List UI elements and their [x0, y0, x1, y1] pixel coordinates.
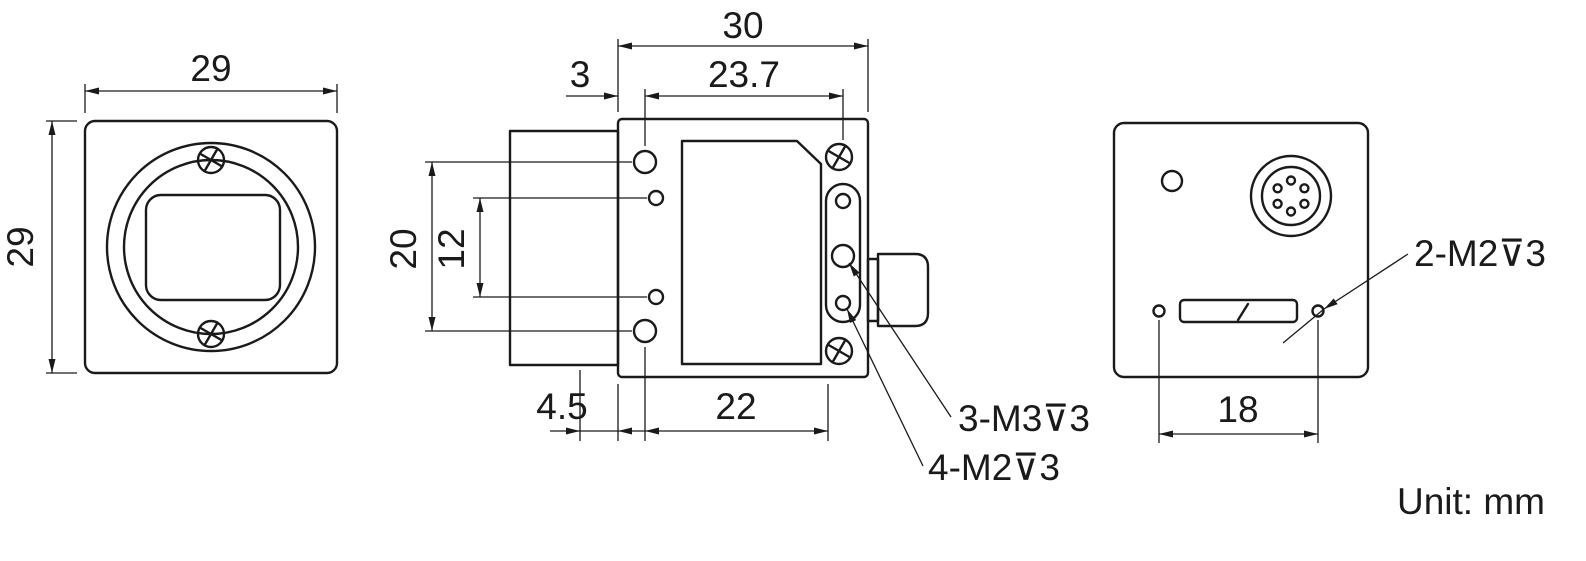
io-connector-pins — [1272, 175, 1310, 217]
back-body-outline — [1112, 121, 1370, 379]
side-faceplate-outline — [680, 139, 823, 366]
m2-thread-callout-back: 2-M2⊽3 — [1282, 233, 1546, 344]
sensor-window — [144, 193, 282, 302]
front-height-dimension: 29 — [0, 120, 77, 374]
pin-icon — [1285, 175, 1297, 186]
side-flange-depth-dimension: 4.5 — [536, 370, 645, 441]
m2-thread-label-back: 2-M2⊽3 — [1414, 233, 1546, 274]
pin-icon — [1285, 206, 1297, 217]
lens-mount-inner-circle — [122, 158, 300, 336]
usb-port-slot — [1178, 298, 1299, 324]
leader-line — [846, 308, 924, 467]
connector-neck — [866, 257, 880, 323]
m2-mounting-hole-upper-right — [834, 192, 852, 210]
front-body-outline — [83, 119, 339, 375]
connector-plug — [876, 252, 930, 328]
m3-thread-callout: 3-M3⊽3 — [848, 262, 1090, 439]
back-indicator-hole — [1160, 169, 1184, 193]
m2-thread-label-side: 4-M2⊽3 — [928, 447, 1060, 488]
unit-label: Unit: mm — [1397, 481, 1545, 522]
leader-line — [1323, 253, 1409, 310]
side-top-screw — [824, 142, 854, 172]
leader-line — [848, 262, 952, 418]
side-hole-span-dim-text: 23.7 — [708, 54, 780, 95]
side-hole-span-dimension: 23.7 — [644, 54, 844, 146]
pin-icon — [1272, 198, 1283, 210]
m3-mounting-hole-right — [830, 243, 856, 269]
m2-mounting-hole-lower-left — [647, 288, 665, 306]
back-hole-span-dimension: 18 — [1158, 320, 1319, 443]
m2-hole-left — [1152, 304, 1166, 318]
io-connector-inner-circle — [1260, 165, 1322, 227]
side-bottom-hole-span-dimension: 22 — [644, 347, 829, 441]
m3-mounting-hole-bottom-left — [632, 318, 658, 344]
lens-mount-outer-circle — [105, 141, 317, 353]
side-hole-offset-dim-text: 3 — [570, 54, 591, 95]
lens-barrel-outline — [508, 129, 620, 367]
back-view: 2-M2⊽3 18 — [1112, 121, 1546, 443]
side-bottom-hole-span-dim-text: 22 — [715, 386, 756, 427]
io-connector-outer-circle — [1249, 154, 1333, 238]
front-view: 29 29 — [0, 48, 339, 375]
pin-icon — [1299, 198, 1310, 210]
front-height-dim-text: 29 — [0, 226, 41, 267]
m3-mounting-hole-top-left — [632, 149, 658, 175]
front-width-dim-text: 29 — [190, 48, 231, 89]
side-overall-width-dimension: 30 — [617, 5, 869, 112]
side-hole-offset-dimension: 3 — [566, 54, 618, 100]
side-view: 30 23.7 3 20 12 — [383, 5, 1090, 488]
m2-thread-callout-side: 4-M2⊽3 — [846, 308, 1060, 488]
side-flange-depth-dim-text: 4.5 — [536, 386, 587, 427]
right-boss-obround — [824, 182, 862, 324]
m2-hole-right — [1311, 304, 1325, 318]
side-inner-hole-spacing-dim-text: 12 — [431, 228, 472, 269]
back-hole-span-dim-text: 18 — [1217, 389, 1258, 430]
leader-line-tail — [1282, 308, 1325, 344]
pin-icon — [1299, 183, 1310, 194]
pin-icon — [1272, 183, 1283, 194]
m2-mounting-hole-upper-left — [647, 189, 665, 207]
side-bottom-screw — [824, 336, 854, 366]
m2-mounting-hole-lower-right — [834, 294, 852, 312]
side-outer-hole-spacing-dim-text: 20 — [383, 228, 424, 269]
usb-slot-notch — [1236, 302, 1250, 322]
side-overall-width-dim-text: 30 — [722, 5, 763, 46]
side-inner-hole-spacing-dimension: 12 — [431, 197, 647, 298]
m3-thread-label: 3-M3⊽3 — [958, 398, 1090, 439]
front-width-dimension: 29 — [84, 48, 338, 113]
side-outer-hole-spacing-dimension: 20 — [383, 161, 632, 332]
side-body-outline — [616, 117, 870, 379]
